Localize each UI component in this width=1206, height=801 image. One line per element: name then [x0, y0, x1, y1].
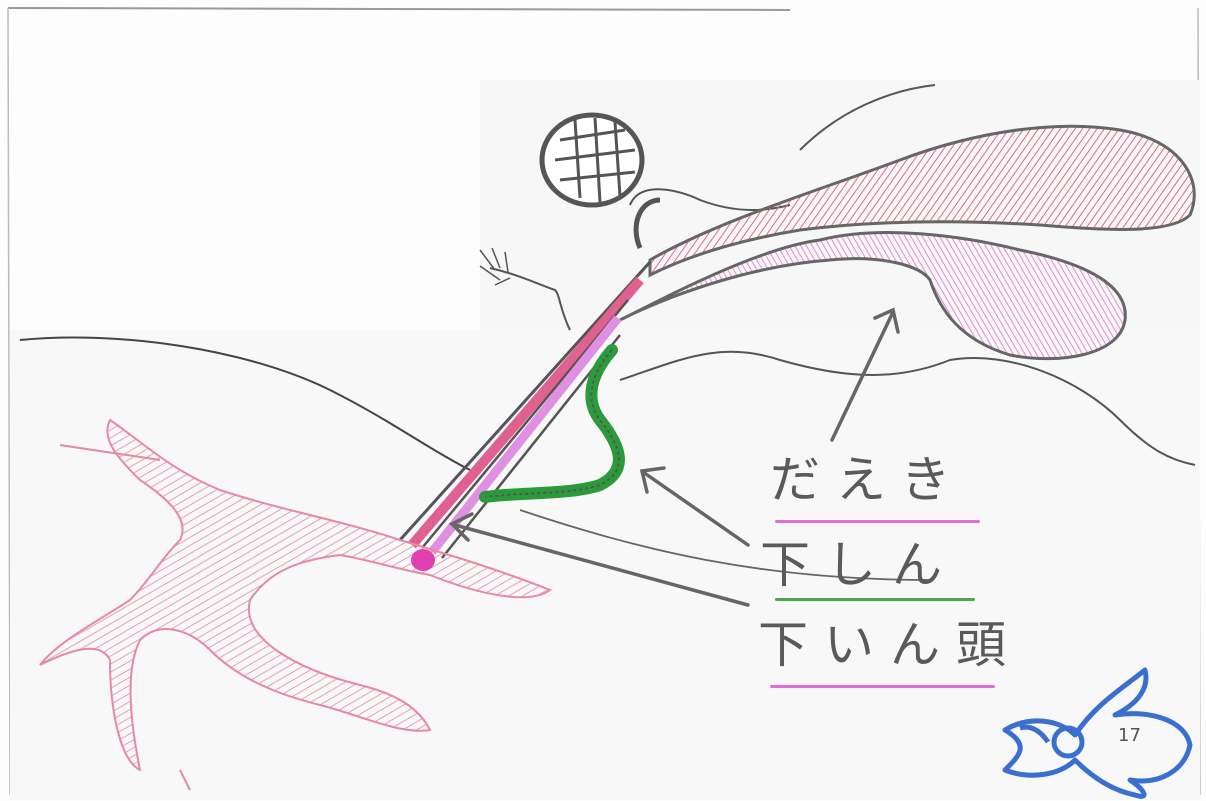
arrow-to-tip — [453, 523, 750, 607]
lower-outline — [519, 509, 931, 581]
salivary-duct-red — [648, 124, 1196, 278]
thorax-outline — [619, 350, 1196, 466]
stylet-outer-top — [398, 260, 652, 542]
label-lower-pharynx-underline — [770, 685, 995, 688]
arrow-head-nerve — [639, 466, 666, 494]
arrow-to-nerve — [641, 470, 750, 547]
label-lower-pharynx: 下いん頭 — [758, 616, 1022, 674]
antenna-base — [633, 197, 661, 249]
nerve-outline — [484, 349, 620, 498]
label-lower-nerve: 下しん — [760, 536, 958, 594]
branch-twig-2 — [179, 769, 191, 791]
puncture-point — [411, 549, 435, 571]
label-lower-nerve-underline — [775, 598, 975, 601]
label-saliva: だえき — [770, 451, 967, 509]
pointer-arrows — [449, 307, 900, 607]
palp-hairs — [479, 247, 511, 286]
body-outline — [19, 336, 471, 471]
label-saliva-underline — [775, 520, 980, 523]
page-number: 17 — [1118, 725, 1141, 746]
palp — [489, 267, 571, 331]
moth-stamp-icon — [1002, 667, 1193, 799]
saliva-reservoir-pink — [619, 231, 1127, 361]
stylet-outer-bottom — [441, 334, 621, 559]
arrow-to-reservoir — [830, 310, 895, 442]
host-plant-tissue — [39, 418, 553, 772]
stylet-red-channel — [408, 276, 644, 549]
head-outline — [799, 84, 936, 151]
stylet-pink-channel — [428, 315, 622, 555]
paper-top-edge — [7, 7, 791, 11]
eye-grid — [554, 117, 636, 203]
arrow-head-tip — [449, 512, 474, 542]
arrow-head-reservoir — [873, 307, 900, 334]
paper-left-edge — [7, 7, 11, 796]
stylet-middle — [421, 299, 629, 549]
branch-twig-1 — [59, 444, 161, 461]
